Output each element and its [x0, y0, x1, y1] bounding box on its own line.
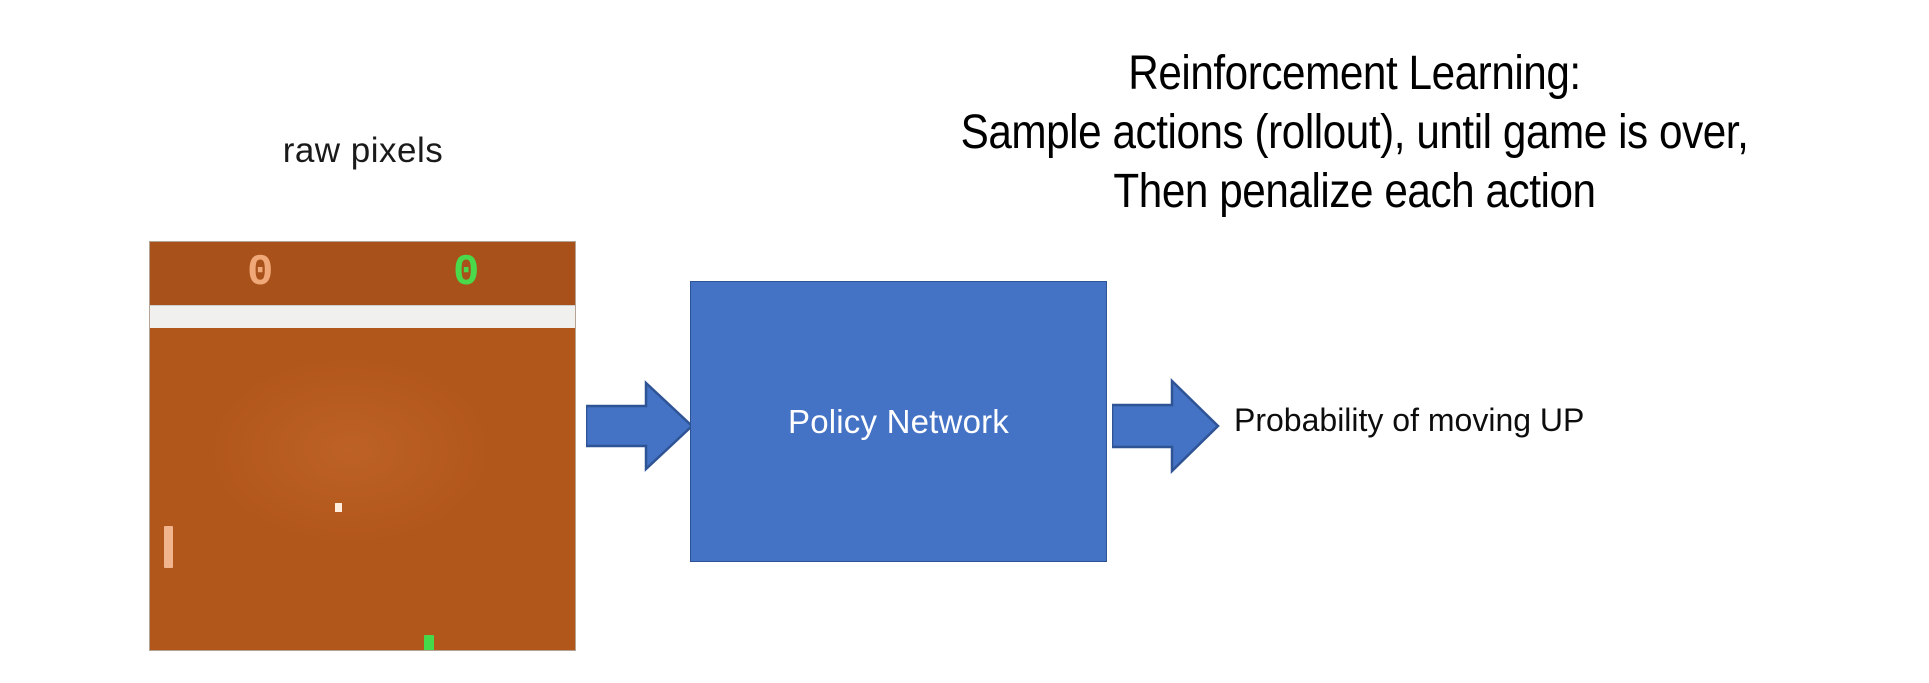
right-arrow-icon-output: [1112, 378, 1220, 474]
pong-score-band: [150, 242, 575, 305]
headline-block: Reinforcement Learning: Sample actions (…: [849, 44, 1860, 221]
pong-divider-bar: [150, 305, 575, 330]
headline-line-2: Sample actions (rollout), until game is …: [960, 106, 1749, 159]
pong-game-screenshot: 0 0: [150, 242, 575, 650]
pong-paddle-right: [424, 635, 434, 650]
pong-score-right: 0: [453, 248, 480, 298]
headline-line-3: Then penalize each action: [1113, 165, 1596, 218]
pong-ball: [335, 503, 342, 512]
output-label: Probability of moving UP: [1234, 402, 1585, 438]
policy-network-box: Policy Network: [690, 281, 1107, 562]
policy-network-label: Policy Network: [787, 402, 1010, 440]
pong-score-left: 0: [247, 248, 274, 298]
raw-pixels-caption: raw pixels: [282, 131, 444, 170]
pong-paddle-left: [164, 526, 173, 568]
headline-line-1: Reinforcement Learning:: [1128, 47, 1581, 100]
pong-play-field: [150, 328, 575, 650]
right-arrow-icon-input: [586, 380, 694, 472]
